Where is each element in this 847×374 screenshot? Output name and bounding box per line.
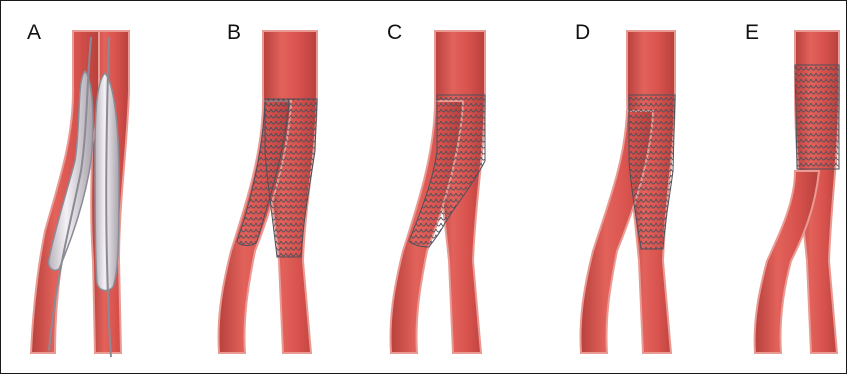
panel-d-illustration: [581, 31, 676, 353]
panel-e-illustration: [755, 31, 839, 353]
panel-e-stent: [795, 65, 839, 169]
panel-b-illustration: [219, 31, 318, 353]
panel-a-illustration: [31, 31, 129, 357]
panel-c-illustration: [391, 31, 486, 353]
